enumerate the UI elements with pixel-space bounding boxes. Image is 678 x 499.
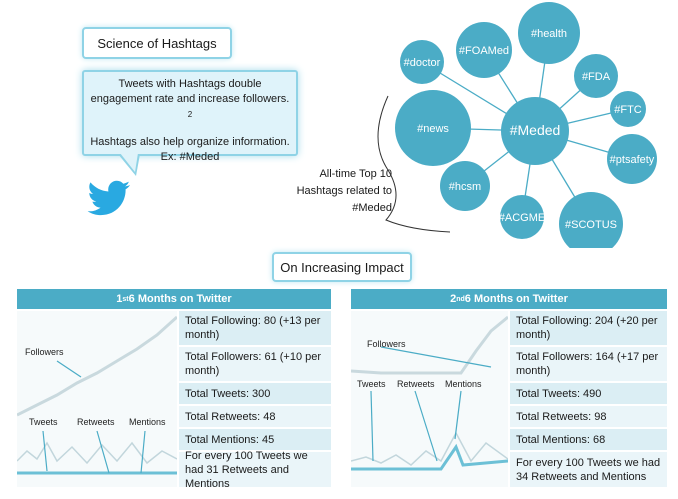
panel2-followers-arrow: [380, 346, 492, 368]
panel1-followers-arrow: [56, 360, 82, 378]
panel2-retweets-arrow: [414, 390, 438, 462]
panel2-stat-followers: Total Followers: 164 (+17 per month): [510, 347, 667, 381]
panel1-tweets-arrow: [42, 430, 48, 472]
panel2-stat-ratio: For every 100 Tweets we had 34 Retweets …: [510, 452, 667, 487]
hashtag-node-acgme-circle: [500, 195, 544, 239]
panel2-tweets-label: Tweets: [357, 379, 386, 389]
hashtag-node-news-label: #news: [417, 123, 449, 135]
bubble-line-1: Tweets with Hashtags double engagement r…: [90, 78, 290, 119]
panel1-followers-line: [16, 315, 179, 417]
panel2-stat-retweets: Total Retweets: 98: [510, 406, 667, 427]
impact-title: On Increasing Impact: [272, 252, 412, 282]
bubble-tail-inner: [120, 153, 138, 172]
panel2-retweets-label: Retweets: [397, 379, 435, 389]
panel1-retweets-label: Retweets: [77, 417, 115, 427]
hashtag-center-meded-circle: [501, 97, 569, 165]
panel2-head-sup: nd: [456, 295, 465, 303]
science-title: Science of Hashtags: [82, 27, 232, 59]
hashtag-node-ftc-circle: [610, 91, 646, 127]
hashtag-node-scotus-label: #SCOTUS: [565, 219, 617, 231]
panel1-stat-following: Total Following: 80 (+13 per month): [179, 311, 331, 345]
panel2-stat-following: Total Following: 204 (+20 per month): [510, 311, 667, 345]
panel2-stat-mentions: Total Mentions: 68: [510, 429, 667, 450]
panel1-retweets-arrow: [96, 430, 110, 474]
bubble-line-2: Hashtags also help organize information.…: [90, 135, 290, 163]
footnote-marker: 2: [187, 110, 193, 119]
hashtag-node-acgme-label: #ACGME: [499, 212, 545, 224]
hashtags-caption: All-time Top 10 Hashtags related to #Med…: [296, 168, 392, 214]
panel1-head-num: 1: [116, 293, 123, 305]
panel1-tweets-label: Tweets: [29, 417, 58, 427]
panel1-stat-retweets: Total Retweets: 48: [179, 406, 331, 427]
panel2-activity-line: [350, 431, 509, 466]
bracket-curve: [377, 95, 451, 233]
panel2-baseline: [351, 443, 509, 471]
panel2-followers-line: [350, 315, 509, 375]
hashtag-node-foamed-circle: [456, 22, 512, 78]
panel1-head-text: 6 Months on Twitter: [128, 293, 232, 305]
panel2-tweets-arrow: [370, 390, 374, 462]
panel1-chart: Followers Tweets Retweets Mentions: [16, 311, 179, 487]
hashtag-node-foamed-label: #FOAMed: [459, 45, 509, 57]
panel2-mentions-label: Mentions: [445, 379, 482, 389]
hashtag-node-doctor-label: #doctor: [404, 57, 441, 69]
hashtag-node-ptsafety-circle: [607, 134, 657, 184]
panel1-activity-line: [16, 441, 178, 465]
hashtag-network: #doctor #FOAMed #health #FDA #FTC #ptsafety #S…: [377, 2, 657, 248]
hashtag-node-health-label: #health: [531, 28, 567, 40]
science-title-text: Science of Hashtags: [97, 35, 217, 51]
panel2-head-num: 2: [450, 293, 457, 305]
panel2-followers-label: Followers: [367, 339, 406, 349]
panel2-chart-svg: [350, 315, 509, 471]
hashtag-node-ftc-label: #FTC: [614, 104, 642, 116]
hashtag-node-scotus-circle: [559, 192, 623, 248]
panel1-stat-tweets: Total Tweets: 300: [179, 383, 331, 404]
hashtag-node-health-circle: [518, 2, 580, 64]
hashtag-node-hcsm-circle: [440, 161, 490, 211]
panel1-head-sup: st: [122, 295, 129, 303]
panel2-mentions-arrow: [454, 390, 462, 440]
panel2-chart: Followers Tweets Retweets Mentions: [350, 311, 509, 487]
hashtag-node-ptsafety-label: #ptsafety: [610, 154, 655, 166]
panel1-mentions-label: Mentions: [129, 417, 166, 427]
panel1-stat-ratio: For every 100 Tweets we had 31 Retweets …: [179, 450, 331, 490]
hashtag-center-meded-label: #Meded: [510, 122, 561, 138]
info-bubble: Tweets with Hashtags double engagement r…: [82, 70, 298, 163]
panel2-stat-tweets: Total Tweets: 490: [510, 383, 667, 404]
hashtag-node-fda-circle: [574, 54, 618, 98]
twitter-bird-icon: [87, 180, 130, 216]
hashtag-node-hcsm-label: #hcsm: [449, 181, 481, 193]
impact-title-text: On Increasing Impact: [280, 259, 404, 275]
panel1-mentions-arrow: [140, 430, 146, 474]
panel1-stat-mentions: Total Mentions: 45: [179, 429, 331, 450]
panel2-head-text: 6 Months on Twitter: [464, 293, 568, 305]
hashtag-node-fda-label: #FDA: [582, 71, 611, 83]
panel1-chart-svg: [16, 315, 179, 475]
panel1-stat-followers: Total Followers: 61 (+10 per month): [179, 347, 331, 381]
hashtag-node-news-circle: [395, 90, 471, 166]
hashtag-node-doctor-circle: [400, 40, 444, 84]
panel1-followers-label: Followers: [25, 347, 64, 357]
